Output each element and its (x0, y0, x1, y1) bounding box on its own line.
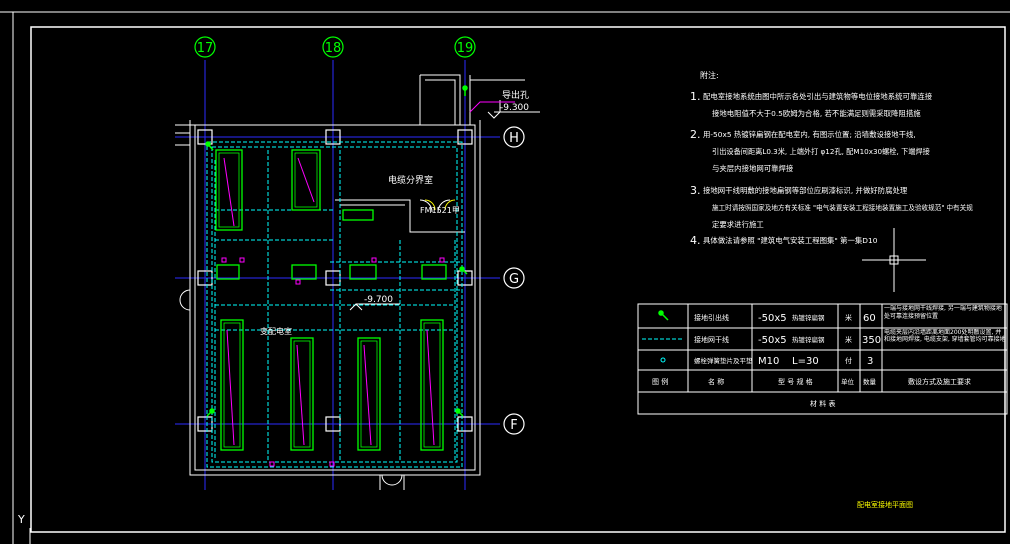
grid-label-17: 17 (197, 41, 214, 56)
row1-qty: 60 (863, 313, 876, 324)
cad-crosshair (862, 228, 926, 292)
level-upper: -9.300 (500, 103, 529, 113)
notes: 附注: 1. 配电室接地系统由图中所示各处引出与建筑物等电位接地系统可靠连接 接… (690, 70, 973, 247)
room-label-cable: 电缆分界室 (388, 174, 433, 186)
switchgear-panels (215, 149, 447, 451)
row1-spec-note: 热镀锌扁钢 (792, 313, 825, 322)
row2-name: 接地网干线 (694, 335, 729, 344)
grid-bubble-17: 17 (194, 36, 216, 58)
pit-pointer (469, 101, 515, 113)
header-unit: 单位 (841, 377, 855, 386)
grid-bubble-f: F (503, 413, 525, 435)
row1-name: 接地引出线 (694, 313, 729, 322)
drawing-title: 配电室接地平面图 (857, 500, 913, 509)
row2-spec-note: 热镀锌扁钢 (792, 335, 825, 344)
note-3-line3: 定要求进行施工 (712, 220, 764, 229)
panel-upper-left (215, 149, 243, 231)
legend-symbol-bolt (660, 357, 666, 363)
table-footer: 材 料 表 (810, 399, 835, 408)
row1-spec: -50x5 (758, 313, 787, 324)
level-upper-prefix: 导出孔 (502, 89, 529, 101)
grid-label-f: F (510, 418, 517, 433)
grid-bubble-19: 19 (454, 36, 476, 58)
note-3-line2: 施工时请按照国家及地方有关标准 "电气装置安装工程接地装置施工及验收规范" 中有… (712, 203, 973, 212)
door-label: FM1521甲 (420, 206, 460, 215)
grid-bubble-g: G (503, 267, 525, 289)
note-4-line1: 具体做法请参照 "建筑电气安装工程图集" 第一集D10 (703, 236, 878, 245)
grid-bubbles: 17 18 19 H G F (194, 36, 525, 435)
walls (175, 74, 525, 490)
grid-label-g: G (509, 272, 519, 287)
legend-symbol-leadout (658, 310, 669, 321)
note-2-num: 2. (690, 128, 701, 141)
row2-remark: 电缆夹层内沿墙距离地面200处明敷设置, 并和接地网焊接, 电缆支架, 穿墙套管… (884, 329, 1006, 343)
note-2-line2: 引出设备间距离L0.3米, 上端外打 φ12孔, 配M10x30螺栓, 下端焊接 (712, 147, 930, 156)
header-symbol: 图 例 (652, 377, 668, 386)
panel-lower-1 (220, 319, 244, 451)
level-lower: -9.700 (364, 295, 393, 305)
row2-qty: 350 (862, 335, 881, 346)
panel-lower-4 (420, 319, 444, 451)
inner-frame (30, 26, 1006, 533)
header-remark: 敷设方式及施工要求 (908, 377, 971, 386)
panel-lower-2 (290, 337, 314, 451)
grid-label-18: 18 (325, 41, 342, 56)
row3-name: 螺栓弹簧垫片及平垫 (694, 356, 753, 365)
materials-table-text: 接地引出线 -50x5 热镀锌扁钢 米 60 一端与接地网干线焊接, 另一端与建… (652, 305, 1006, 408)
row2-unit: 米 (845, 335, 852, 344)
note-3-line1: 接地网干线明敷的接地扁钢等部位应刷漆标识, 并做好防腐处理 (703, 186, 908, 195)
panel-lower-3 (357, 337, 381, 451)
grid-label-19: 19 (457, 41, 474, 56)
grid-label-h: H (509, 131, 519, 146)
grid-bubble-h: H (503, 126, 525, 148)
row1-remark: 一端与接地网干线焊接, 另一端与建筑物接地处可靠连接预留位置 (884, 305, 1002, 320)
grid-axes (175, 60, 500, 490)
row3-spec-note: L=30 (792, 356, 819, 367)
cable-trench (206, 141, 463, 468)
note-1-line1: 配电室接地系统由图中所示各处引出与建筑物等电位接地系统可靠连接 (703, 92, 933, 101)
ucs-y-label: Y (17, 513, 25, 526)
row2-spec: -50x5 (758, 335, 787, 346)
grounding-leadouts (205, 85, 468, 417)
panel-cable-room (342, 209, 374, 221)
panel-diagonals (223, 157, 435, 446)
ground-markers (221, 257, 445, 467)
note-4-num: 4. (690, 234, 701, 247)
note-2-line3: 与夹层内接地网可靠焊接 (712, 164, 794, 173)
door-fm1521 (424, 199, 456, 211)
note-1-line2: 接地电阻值不大于0.5欧姆为合格, 若不能满足则需采取降阻措施 (712, 109, 921, 118)
row3-spec: M10 (758, 356, 779, 367)
row3-qty: 3 (867, 356, 873, 367)
note-1-num: 1. (690, 90, 701, 103)
note-2-line1: 用-50x5 热镀锌扁钢在配电室内, 有图示位置; 沿墙敷设接地干线, (703, 130, 916, 139)
header-name: 名 称 (708, 377, 724, 386)
grid-bubble-18: 18 (322, 36, 344, 58)
row1-unit: 米 (845, 313, 852, 322)
header-qty: 数量 (863, 377, 877, 386)
panel-upper-mid (291, 149, 321, 211)
materials-table (637, 303, 1008, 415)
header-spec: 型 号 规 格 (778, 377, 813, 386)
room-label-substation: 变配电室 (260, 326, 292, 336)
notes-heading: 附注: (700, 70, 719, 80)
row3-unit: 付 (845, 356, 852, 365)
note-3-num: 3. (690, 184, 701, 197)
